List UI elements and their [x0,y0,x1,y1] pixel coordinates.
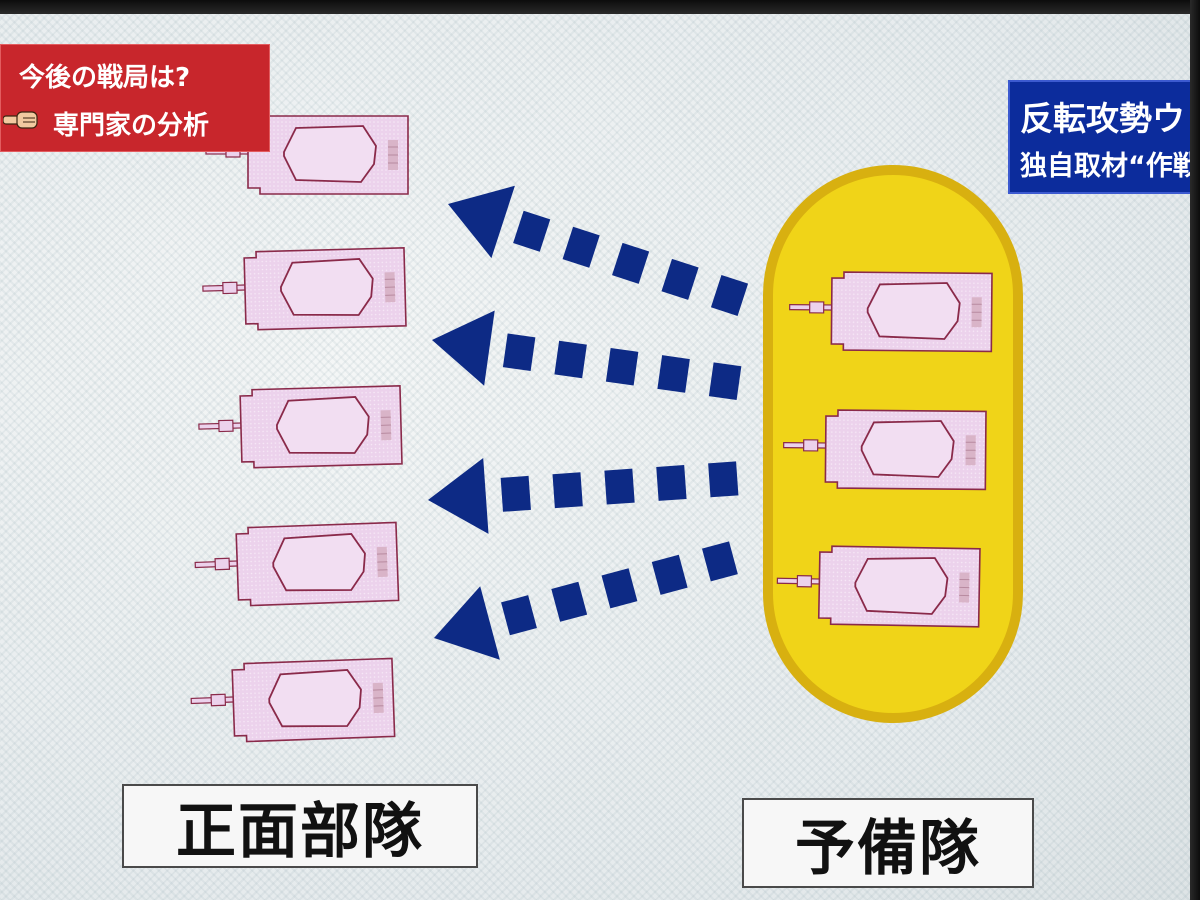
headline-title: 反転攻勢ウ [1020,92,1185,140]
reinforcement-arrow-2-icon [427,302,745,420]
pointing-hand-icon [3,109,43,131]
reinforcement-arrow-1-icon [436,168,754,336]
reserve-unit-label: 予備隊 [742,798,1034,888]
tv-bezel-top [0,0,1200,14]
tv-bezel-right [1190,0,1200,900]
front-unit-label-text: 正面部隊 [176,783,424,870]
reserve-unit-label-text: 予備隊 [795,800,981,887]
topic-title: 今後の戦局は? [19,57,190,94]
topic-badge: 今後の戦局は? 専門家の分析 [0,44,270,152]
headline-subtitle: 独自取材“作戦の [1020,144,1200,183]
front-tank-2-icon [202,248,406,331]
topic-subtitle: 専門家の分析 [53,105,209,142]
front-unit-label: 正面部隊 [122,784,478,868]
headline-badge: 反転攻勢ウ 独自取材“作戦の [1008,80,1200,194]
front-tank-5-icon [190,658,395,743]
reinforcement-arrow-3-icon [425,440,740,537]
front-tank-3-icon [198,386,402,469]
front-tank-4-icon [194,522,399,607]
reinforcement-arrow-4-icon [424,521,743,675]
